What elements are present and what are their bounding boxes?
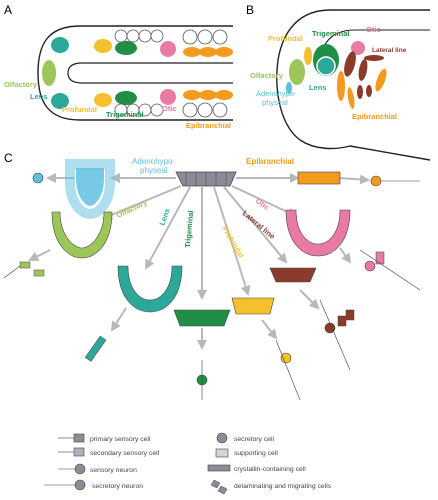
label-b-adenohypophyseal-2: physeal <box>262 98 288 107</box>
label-c-adenohypophyseal-2: physeal <box>140 166 168 175</box>
trigeminal-placode-c <box>173 309 231 400</box>
lateral-line-placode-b-2 <box>358 59 368 81</box>
legend-secretory-cell: secretory cell <box>234 436 275 443</box>
label-b-lateral-line: Lateral line <box>372 47 407 54</box>
legend-supporting-cell: supporting cell <box>234 450 278 457</box>
otic-placode-b <box>351 41 365 55</box>
otic-placode-c <box>285 209 421 291</box>
label-a-profundal: Profundal <box>62 105 97 114</box>
adeno-secretory-cell <box>32 172 44 184</box>
otic-neuron <box>364 260 376 272</box>
panel-c-label: C <box>4 151 13 165</box>
trigeminal-placode-a-bottom <box>115 91 137 105</box>
panel-a-diagram <box>37 25 233 121</box>
legend-secretory-neuron: secretory neuron <box>92 483 143 490</box>
epibranchial-placode-b-2 <box>347 87 355 109</box>
lateral-line-placode-b-4 <box>357 85 363 99</box>
lens-placode-b <box>316 56 336 76</box>
adenohypophyseal-placode-b <box>286 82 292 94</box>
legend: primary sensory cell secondary sensory c… <box>44 432 332 495</box>
legend-primary-sensory-icon <box>73 433 85 443</box>
profundal-neuron <box>280 352 292 364</box>
crystallin-cell <box>84 335 107 362</box>
olfactory-placode-c <box>3 211 113 279</box>
profundal-placode-c <box>231 297 301 401</box>
neural-plate-outline <box>67 62 233 84</box>
label-b-profundal: Profundal <box>268 34 303 43</box>
epibranchial-placode-a-6 <box>215 90 233 100</box>
label-a-otic: Otic <box>162 104 177 113</box>
profundal-placode-a-top <box>94 39 112 53</box>
profundal-placode-b <box>304 47 312 65</box>
label-c-adenohypophyseal-1: Adenohypo- <box>132 157 175 166</box>
adenohypophyseal-placode-c <box>32 159 115 220</box>
label-c-otic: Otic <box>254 196 271 212</box>
olfactory-placode-a <box>42 60 56 86</box>
epibranchial-placode-a-4 <box>183 90 201 100</box>
panel-b-label: B <box>246 3 254 17</box>
epibranchial-placode-b-3 <box>375 68 387 92</box>
epibranchial-placode-b-1 <box>337 71 345 101</box>
epibranchial-neuron <box>370 175 382 187</box>
legend-delaminating-cells: delaminating and migrating cells <box>234 483 332 490</box>
lens-placode-c <box>84 265 183 362</box>
lateral-line-placode-c <box>269 267 355 371</box>
label-c-lateral-line: Lateral line <box>241 209 277 241</box>
label-b-olfactory: Olfactory <box>250 71 284 80</box>
trigeminal-placode-a-top <box>115 41 137 55</box>
embryo-outline <box>37 25 233 121</box>
legend-delaminating-cells-icon <box>210 479 228 495</box>
legend-crystallin-cell: crystallin-containing cell <box>234 466 306 473</box>
legend-sensory-neuron: sensory neuron <box>90 467 137 474</box>
legend-secondary-sensory-cell: secondary sensory cell <box>90 450 160 457</box>
differentiation-arrows <box>102 173 300 300</box>
otic-placode-a-top <box>160 41 176 57</box>
label-b-lens: Lens <box>309 83 327 92</box>
legend-secondary-sensory-icon <box>73 447 85 457</box>
label-c-epibranchial: Epibranchial <box>246 157 294 166</box>
lateral-line-placode-b-1 <box>344 51 356 77</box>
label-a-olfactory: Olfactory <box>4 80 38 89</box>
label-a-epibranchial: Epibranchial <box>186 121 231 130</box>
epibranchial-placode-a-5 <box>199 90 217 100</box>
lens-placode-a-bottom <box>51 93 69 109</box>
label-b-otic: Otic <box>366 25 381 34</box>
lateral-line-placode-b-3 <box>364 55 384 61</box>
legend-secretory-neuron-icon <box>74 479 86 491</box>
olfactory-placode-b <box>289 59 305 85</box>
legend-primary-sensory-cell: primary sensory cell <box>90 436 151 443</box>
head-outline <box>276 9 431 161</box>
epibranchial-placode-c <box>297 171 420 187</box>
legend-crystallin-cell-icon <box>207 464 231 472</box>
legend-supporting-cell-icon <box>215 448 229 458</box>
otic-placode-a-bottom <box>160 89 176 105</box>
legend-secretory-cell-icon <box>216 432 228 444</box>
label-c-profundal: Profundal <box>220 225 245 260</box>
label-c-olfactory: Olfactory <box>115 197 149 219</box>
label-b-trigeminal: Trigeminal <box>312 29 350 38</box>
preplacodal-ectoderm <box>175 171 237 187</box>
label-b-epibranchial: Epibranchial <box>352 112 397 121</box>
label-c-trigeminal: Trigeminal <box>183 210 195 248</box>
epibranchial-placode-a-1 <box>183 47 201 57</box>
lateral-line-placode-b-5 <box>366 85 372 97</box>
profundal-placode-a-bottom <box>94 93 112 107</box>
label-b-adenohypophyseal-1: Adenohypo- <box>256 89 297 98</box>
lens-placode-a-top <box>51 37 69 53</box>
label-a-lens: Lens <box>30 92 48 101</box>
epibranchial-placode-a-2 <box>199 47 217 57</box>
label-a-trigeminal: Trigeminal <box>106 110 144 119</box>
panel-a-label: A <box>4 3 12 17</box>
epibranchial-placode-a-3 <box>215 47 233 57</box>
legend-sensory-neuron-icon <box>74 463 86 475</box>
panel-b-diagram <box>276 9 431 161</box>
